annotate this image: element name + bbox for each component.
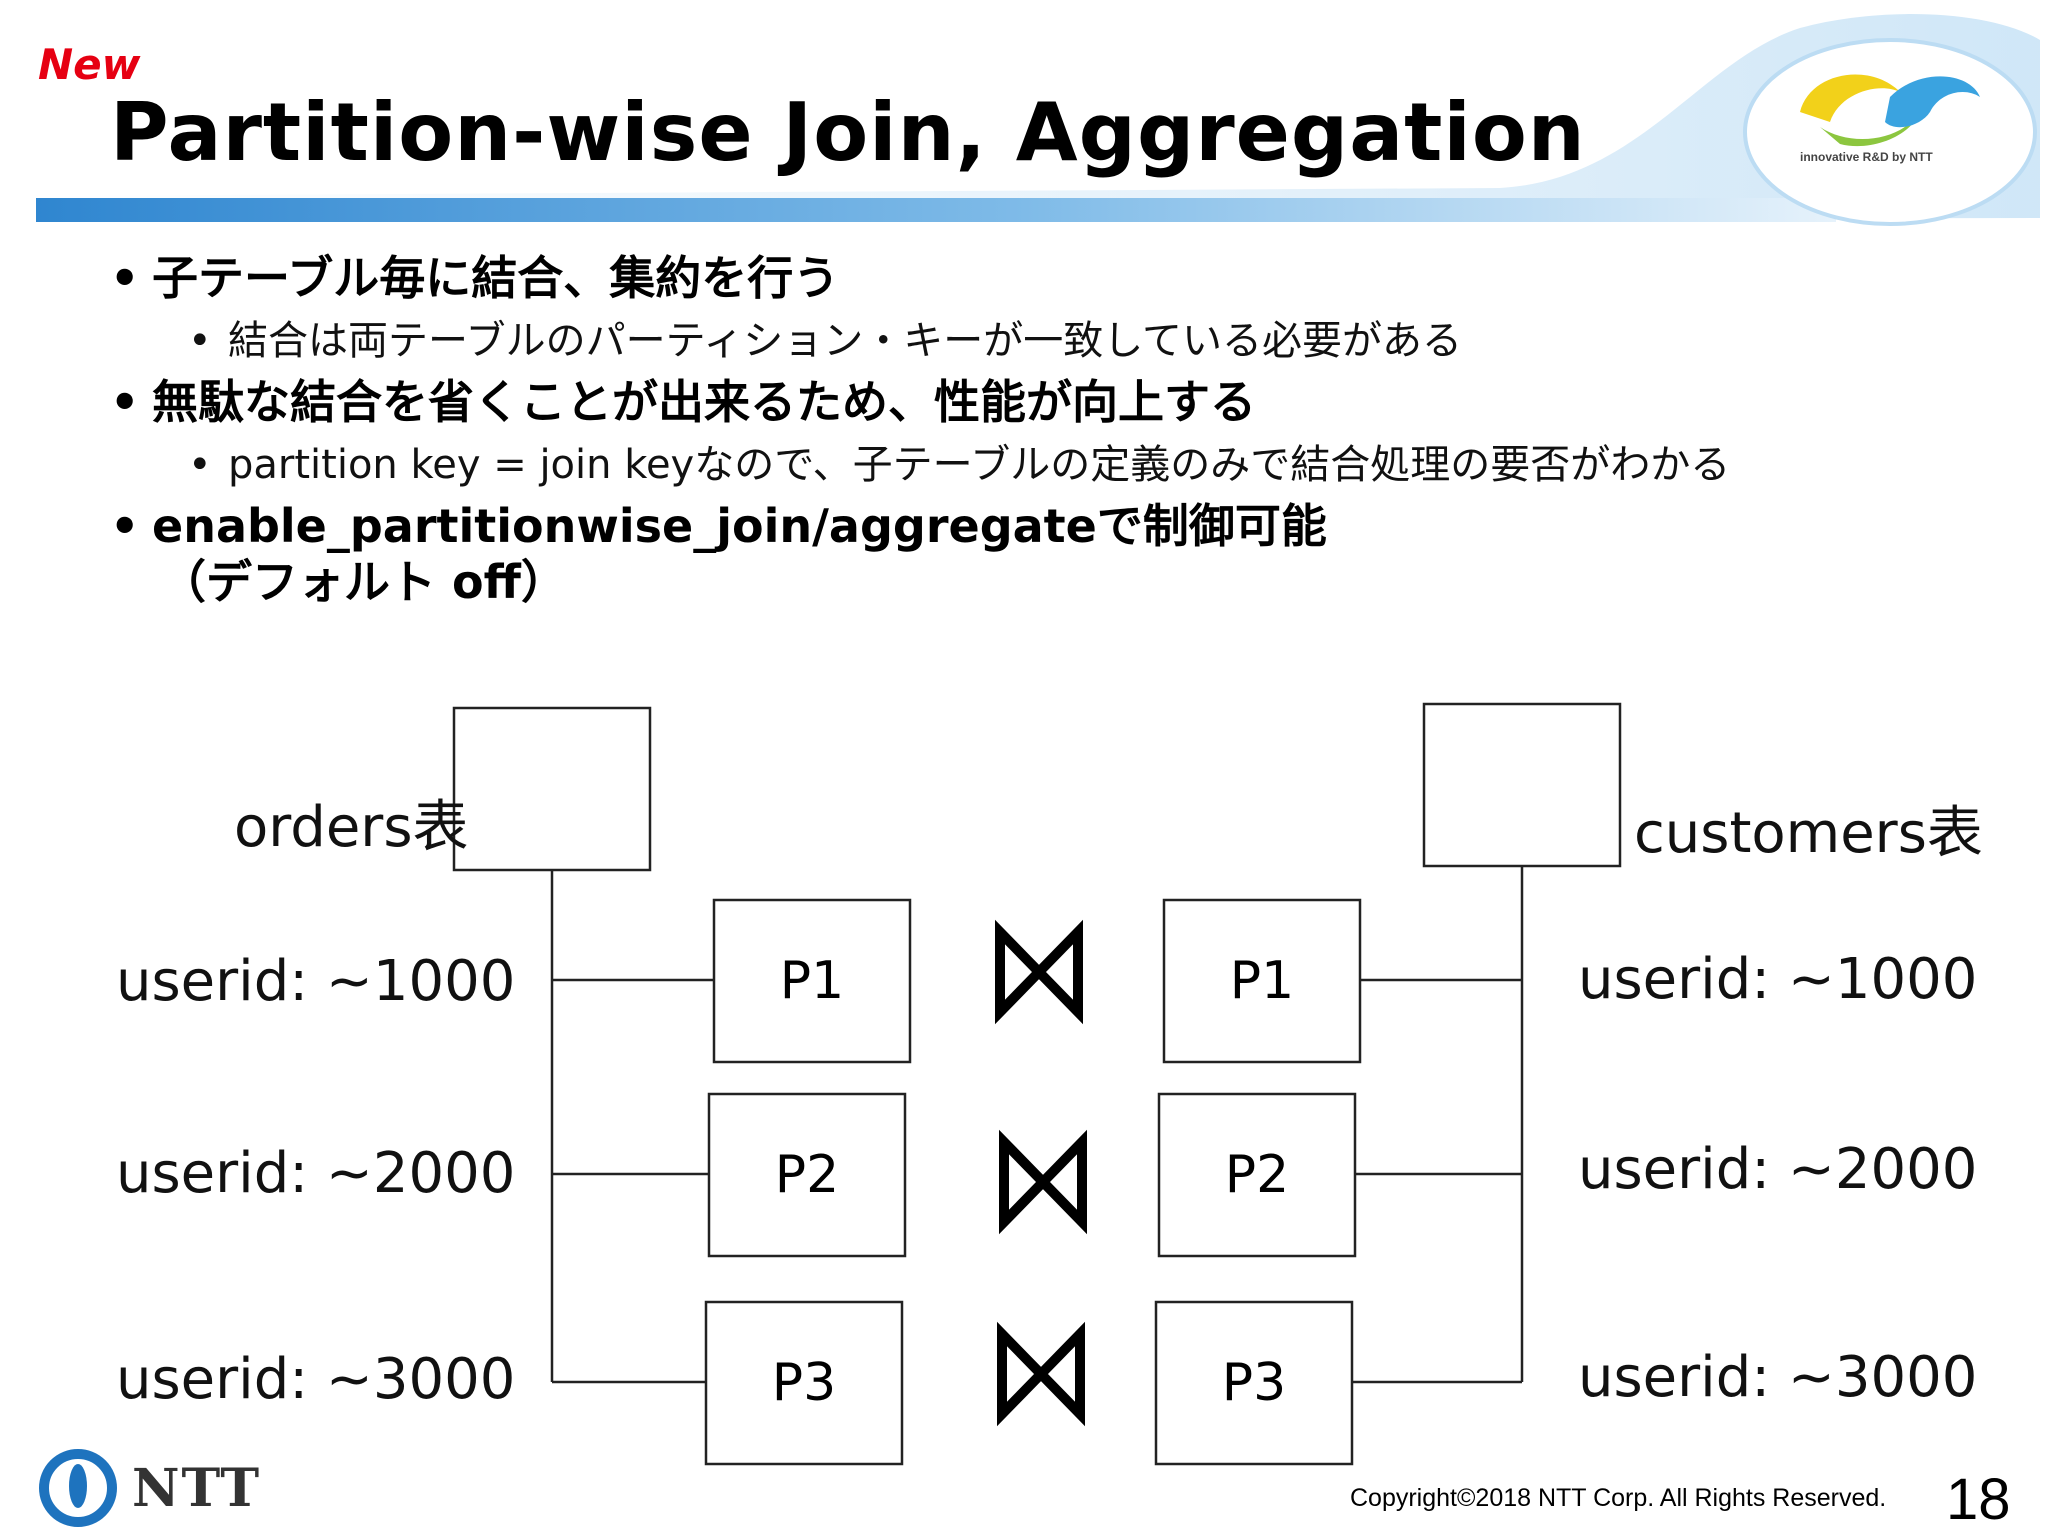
- partition-label: P2: [1225, 1145, 1289, 1205]
- sub-bullet-item: • partition key = join keyなので、子テーブルの定義のみ…: [188, 432, 1730, 490]
- customers-partition-p2: [1157, 1092, 1357, 1258]
- bullet-item: • 無駄な結合を省くことが出来るため、性能が向上する: [110, 366, 1256, 432]
- customers-range-label: userid: ~1000: [1578, 947, 1977, 1012]
- bullet-dot-icon: •: [188, 442, 212, 488]
- partition-label: P2: [775, 1145, 839, 1205]
- orders-range-label: userid: ~1000: [116, 949, 515, 1014]
- bullet-dot-icon: •: [110, 251, 140, 305]
- partition-label: P1: [780, 951, 844, 1011]
- customers-table-box: [1422, 702, 1622, 868]
- join-icon: [997, 1321, 1085, 1427]
- bullet-dot-icon: •: [110, 375, 140, 429]
- partition-label: P3: [772, 1353, 836, 1413]
- bullet-text: 結合は両テーブルのパーティション・キーが一致している必要がある: [228, 318, 1462, 364]
- ntt-logo-icon: [39, 1449, 117, 1527]
- bullet-text: 無駄な結合を省くことが出来るため、性能が向上する: [152, 375, 1256, 429]
- join-icon: [999, 1129, 1087, 1235]
- orders-range-label: userid: ~3000: [116, 1347, 515, 1412]
- rd-logo-icon: [1800, 74, 1980, 147]
- customers-table-label: customers表: [1634, 801, 1983, 866]
- partition-label: P1: [1230, 951, 1294, 1011]
- bullet-text: 子テーブル毎に結合、集約を行う: [152, 251, 840, 305]
- customers-partition-p3: [1154, 1300, 1354, 1466]
- join-icon: [995, 919, 1083, 1025]
- orders-partition-p2: [707, 1092, 907, 1258]
- partition-label: P3: [1222, 1353, 1286, 1413]
- bullet-dot-icon: •: [188, 318, 212, 364]
- orders-table-label: orders表: [234, 795, 469, 860]
- orders-partition-p3: [704, 1300, 904, 1466]
- orders-range-label: userid: ~2000: [116, 1141, 515, 1206]
- bullet-text: enable_partitionwise_join/aggregateで制御可能: [152, 499, 1327, 553]
- customers-range-label: userid: ~2000: [1578, 1137, 1977, 1202]
- orders-table-box: [452, 706, 652, 872]
- bullet-continuation: （デフォルト off）: [160, 546, 567, 612]
- new-badge: New: [38, 40, 141, 89]
- header-band: [36, 14, 2040, 226]
- ntt-wordmark: NTT: [132, 1458, 262, 1519]
- logo-caption: innovative R&D by NTT: [1800, 150, 1933, 164]
- page-number: 18: [1946, 1467, 2011, 1532]
- bullet-text: （デフォルト off）: [160, 555, 567, 609]
- orders-partition-p1: [712, 898, 912, 1064]
- bullet-dot-icon: •: [110, 499, 140, 553]
- customers-partition-p1: [1162, 898, 1362, 1064]
- copyright-text: Copyright©2018 NTT Corp. All Rights Rese…: [1350, 1484, 1887, 1512]
- bullet-text: partition key = join keyなので、子テーブルの定義のみで結…: [228, 442, 1731, 488]
- customers-range-label: userid: ~3000: [1578, 1345, 1977, 1410]
- bullet-item: • 子テーブル毎に結合、集約を行う: [110, 242, 839, 308]
- page-title: Partition-wise Join, Aggregation: [110, 86, 1586, 179]
- bullet-item: • enable_partitionwise_join/aggregateで制御…: [110, 490, 1327, 556]
- sub-bullet-item: • 結合は両テーブルのパーティション・キーが一致している必要がある: [188, 308, 1462, 366]
